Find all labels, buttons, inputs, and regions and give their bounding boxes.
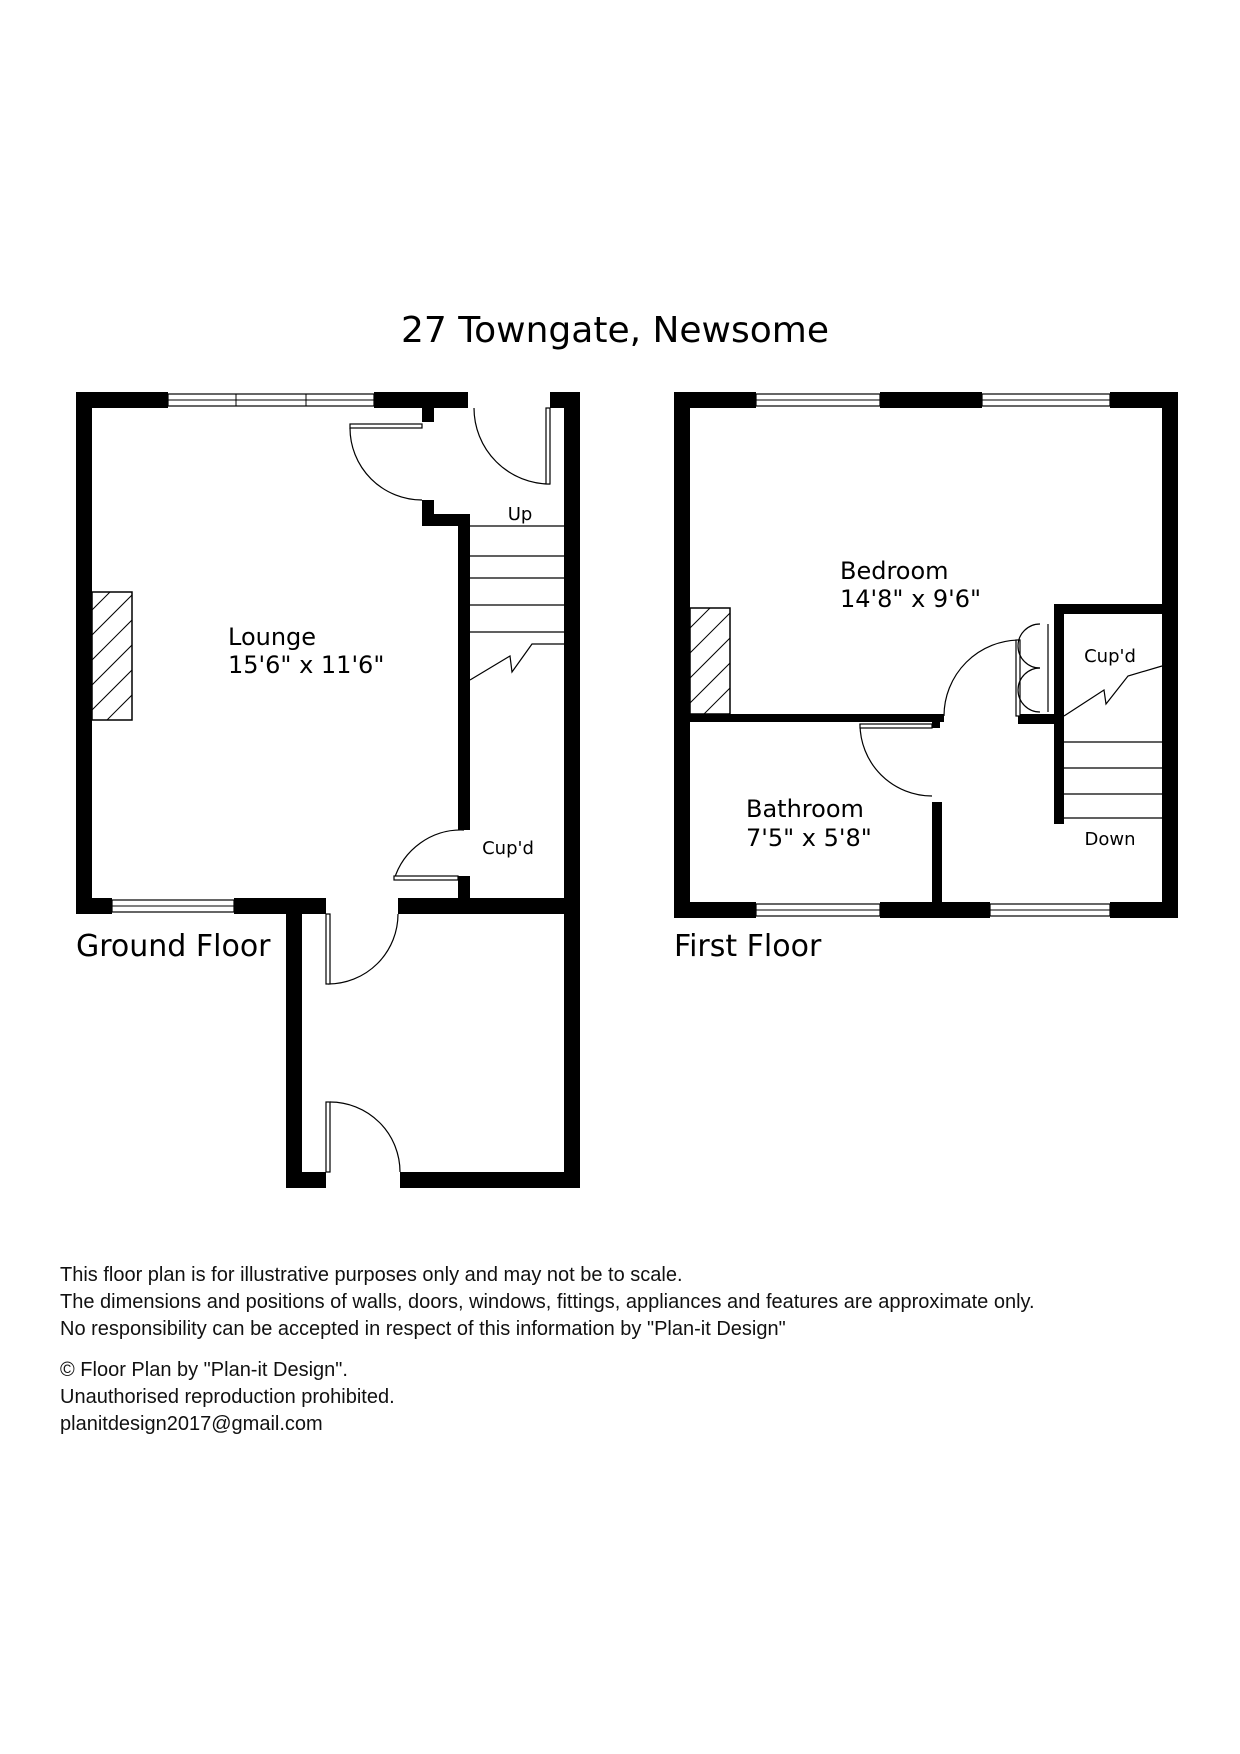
bedroom-door <box>943 639 1021 717</box>
first-cupboard-label: Cup'd <box>1084 646 1136 667</box>
first-north-wall-mid <box>880 392 982 408</box>
landing-window <box>989 903 1111 917</box>
landing-stub-wall <box>1018 714 1064 724</box>
porch-south-wall-right <box>400 1172 580 1188</box>
first-north-wall-left <box>674 392 756 408</box>
first-stairs-down-label: Down <box>1084 829 1135 850</box>
first-west-wall <box>674 392 690 918</box>
cupboard-wall-stub <box>458 876 470 906</box>
disclaimer-block: This floor plan is for illustrative purp… <box>60 1262 1180 1343</box>
first-floor-plan: Bedroom 14'8" x 9'6" Bathroom 7'5" x 5'8… <box>674 392 1178 964</box>
disclaimer-line: This floor plan is for illustrative purp… <box>60 1264 683 1286</box>
cupboard-door <box>393 829 465 881</box>
first-south-wall-left <box>674 902 756 918</box>
first-south-wall-right <box>1110 902 1176 918</box>
porch-inner-door <box>325 913 399 985</box>
ground-east-wall <box>564 392 580 1186</box>
cupboard-west-wall <box>1054 604 1064 724</box>
ground-floor-label: Ground Floor <box>76 929 271 964</box>
bathroom-window <box>755 903 881 917</box>
lobby-wall-upper <box>422 392 434 422</box>
ground-west-wall <box>76 392 92 912</box>
stair-partition-wall <box>1054 714 1064 824</box>
ground-cupboard-label: Cup'd <box>482 838 534 859</box>
lounge-chimney-breast <box>91 591 133 721</box>
lounge-front-door <box>349 423 423 501</box>
credits-block: © Floor Plan by "Plan-it Design". Unauth… <box>60 1357 1180 1438</box>
ground-floor-plan: Lounge 15'6" x 11'6" Up Cup'd Ground Flo… <box>76 392 580 1188</box>
plan-title: 27 Towngate, Newsome <box>401 310 829 351</box>
credit-line: Unauthorised reproduction prohibited. <box>60 1386 395 1408</box>
lounge-name-label: Lounge <box>228 623 316 651</box>
lounge-front-window <box>167 393 375 407</box>
first-east-wall <box>1162 392 1178 918</box>
lounge-size-label: 15'6" x 11'6" <box>228 651 384 679</box>
hall-front-door <box>473 407 551 485</box>
disclaimer-line: No responsibility can be accepted in res… <box>60 1318 786 1340</box>
lounge-rear-window <box>111 899 235 913</box>
bathroom-size-label: 7'5" x 5'8" <box>746 824 872 852</box>
first-north-wall-right <box>1110 392 1176 408</box>
credit-email: planitdesign2017@gmail.com <box>60 1413 323 1435</box>
bathroom-east-wall <box>932 802 942 918</box>
ground-south-wall-mid <box>234 898 326 914</box>
stair-partition-wall <box>458 514 470 830</box>
bedroom-window-right <box>981 393 1111 407</box>
ground-north-wall-right <box>374 392 468 408</box>
porch-outer-door <box>325 1101 401 1173</box>
first-floor-label: First Floor <box>674 929 822 964</box>
bedroom-window-left <box>755 393 881 407</box>
ground-stairs-up-label: Up <box>508 504 533 525</box>
porch-south-wall-left <box>286 1172 326 1188</box>
bathroom-name-label: Bathroom <box>746 795 864 823</box>
ground-south-wall-left <box>76 898 112 914</box>
disclaimer-line: The dimensions and positions of walls, d… <box>60 1291 1035 1313</box>
bedroom-door-stub <box>932 714 940 728</box>
lobby-return-wall <box>422 514 468 526</box>
porch-west-wall <box>286 910 302 1186</box>
ground-staircase <box>469 525 564 681</box>
credit-line: © Floor Plan by "Plan-it Design". <box>60 1359 348 1381</box>
bedroom-bathroom-wall <box>690 714 944 722</box>
first-staircase <box>1063 665 1163 819</box>
bedroom-size-label: 14'8" x 9'6" <box>840 585 981 613</box>
ground-north-wall-left <box>76 392 168 408</box>
first-cupboard-door <box>1017 623 1049 713</box>
ground-south-wall-right <box>398 898 578 914</box>
bedroom-name-label: Bedroom <box>840 557 949 585</box>
bathroom-door <box>859 723 933 797</box>
bedroom-chimney-breast <box>689 607 731 715</box>
cupboard-north-wall <box>1054 604 1162 614</box>
